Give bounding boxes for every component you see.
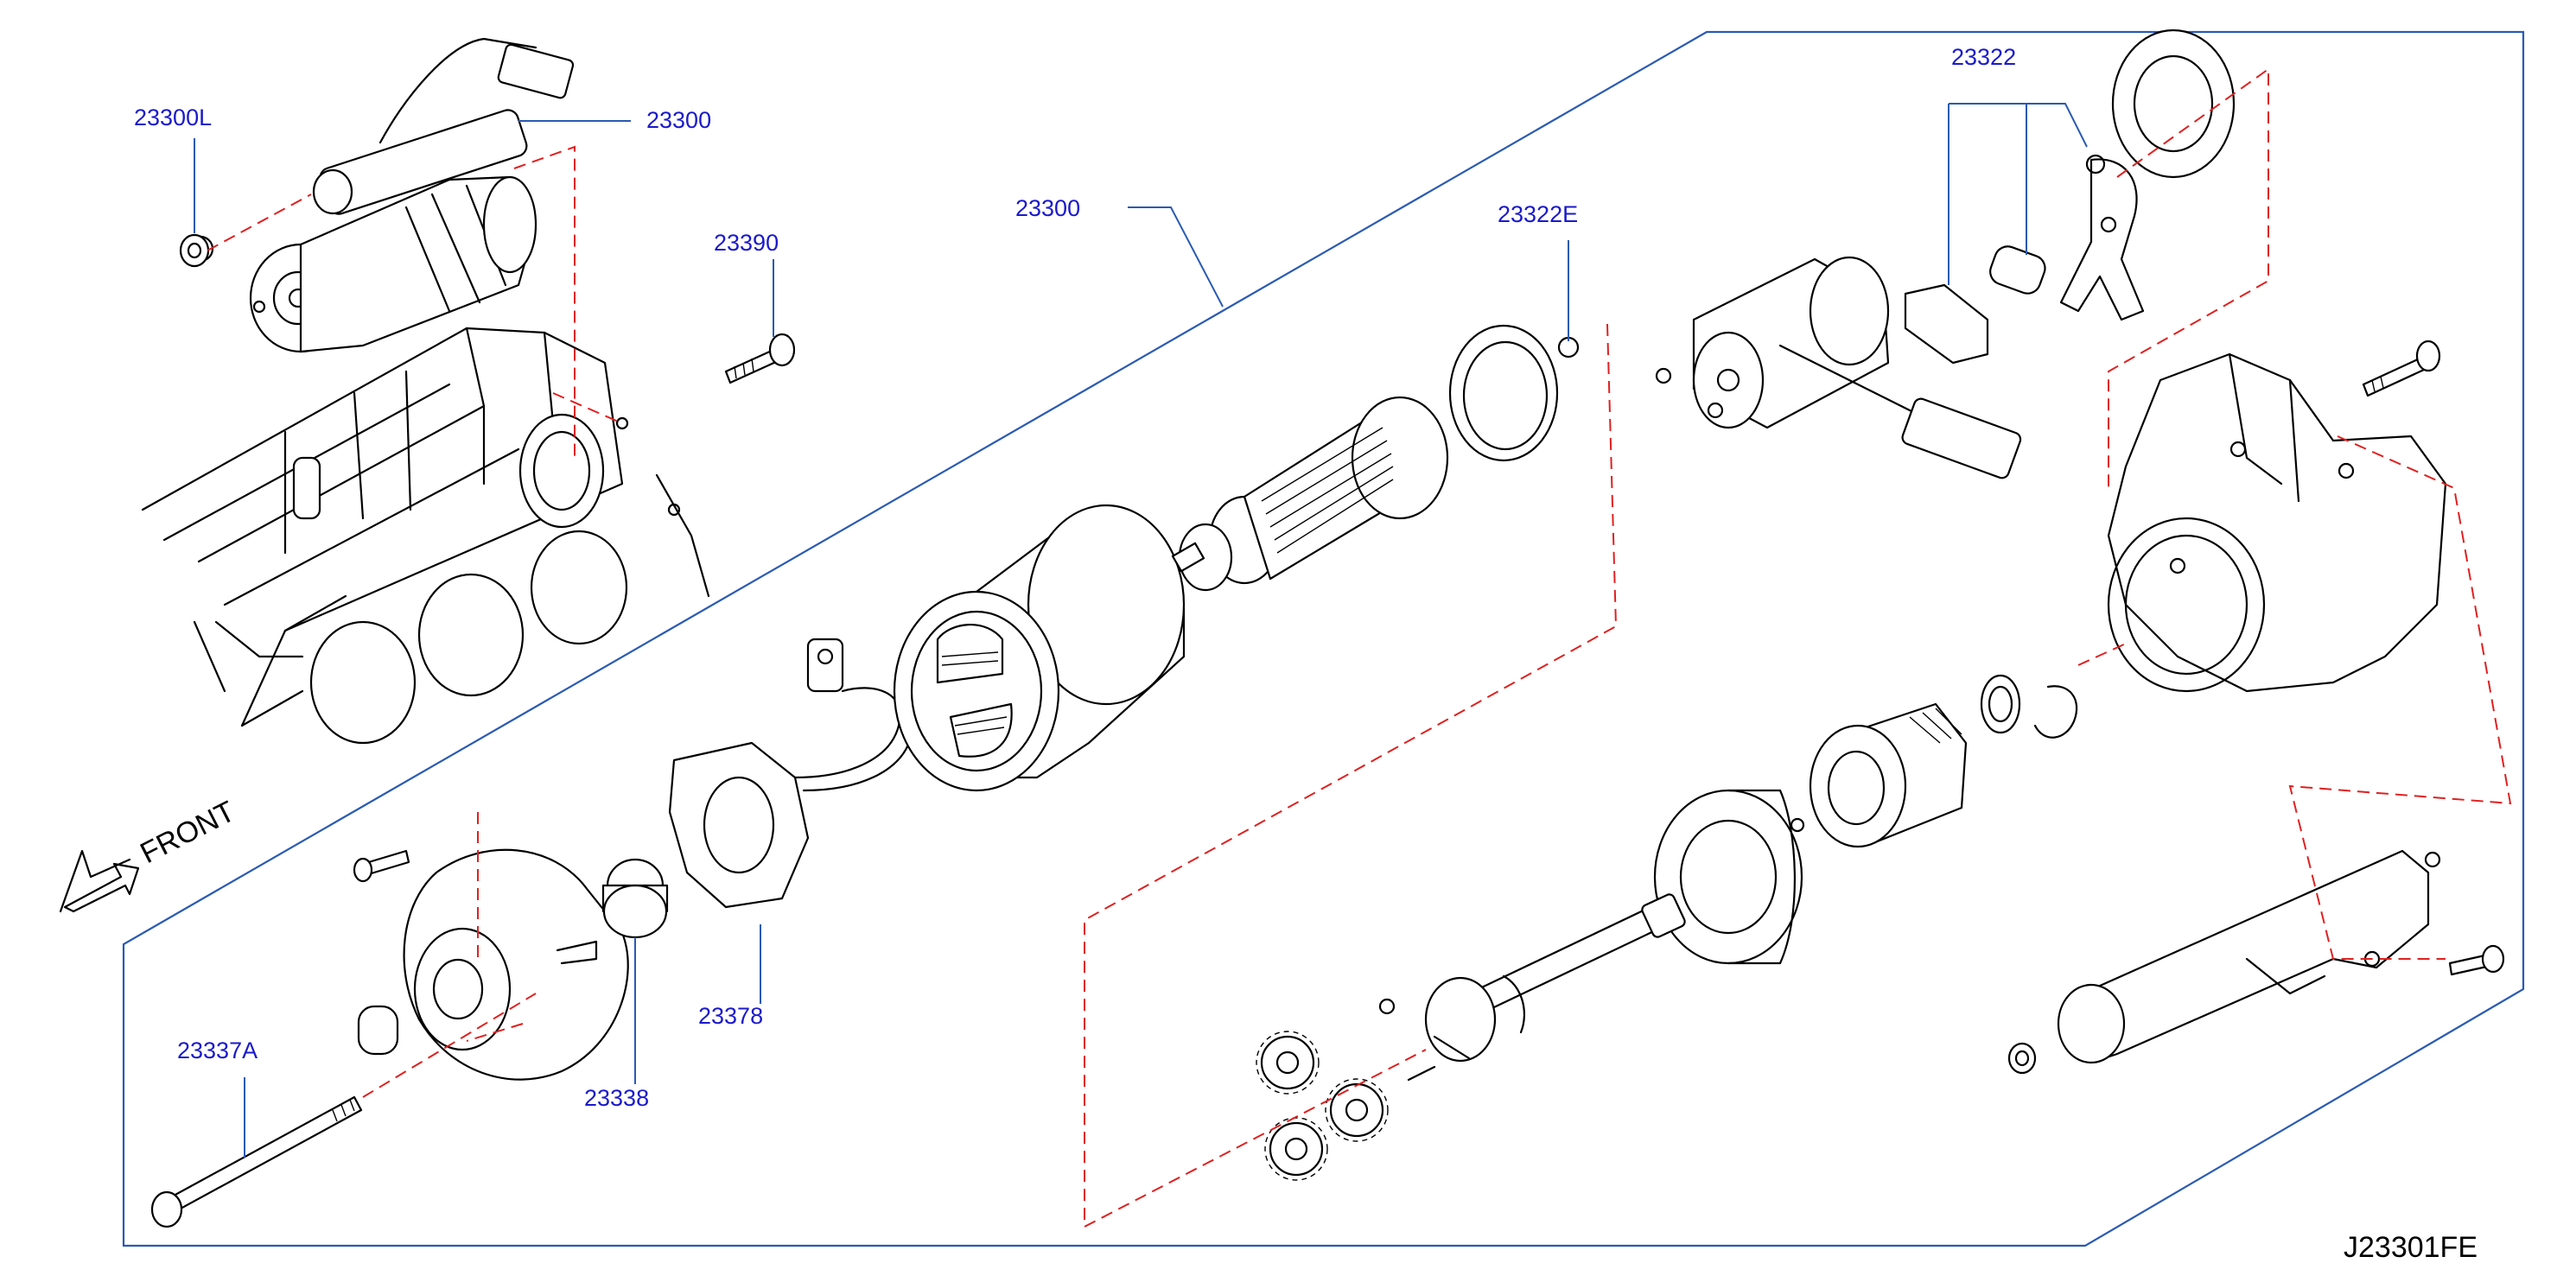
pinion-shaft bbox=[1378, 893, 1686, 1082]
shift-lever-gasket bbox=[2111, 29, 2236, 179]
snap-ring bbox=[2033, 685, 2078, 739]
callout-23300L: 23300L bbox=[134, 105, 212, 130]
front-direction-arrow: FRONT bbox=[59, 795, 240, 913]
leader-lines bbox=[194, 103, 2088, 1158]
internal-gear bbox=[1653, 789, 1805, 965]
callout-23337A: 23337A bbox=[177, 1038, 258, 1063]
callout-23322: 23322 bbox=[1951, 44, 2016, 70]
planet-gear-2 bbox=[1325, 1078, 1389, 1142]
callout-23390: 23390 bbox=[714, 230, 779, 256]
brush-plate-ring bbox=[1448, 324, 1580, 462]
cap-small bbox=[357, 1005, 399, 1056]
installed-starter-motor bbox=[187, 37, 575, 353]
stopper-ring bbox=[1980, 674, 2021, 734]
front-label: FRONT bbox=[135, 795, 240, 870]
magnetic-switch bbox=[1655, 256, 2022, 479]
yoke-field-frame bbox=[893, 504, 1186, 792]
bracket-nut bbox=[2007, 1042, 2037, 1075]
assembly-guide-lines bbox=[207, 67, 2512, 1228]
mounting-bolt-23390 bbox=[724, 333, 796, 384]
armature bbox=[1171, 396, 1449, 592]
mounting-bolt-upper-right bbox=[2362, 340, 2441, 397]
assembly-frame bbox=[122, 30, 2525, 1247]
callout-23378: 23378 bbox=[698, 1003, 763, 1029]
through-bolt-small bbox=[353, 849, 410, 883]
through-bolt-23337A bbox=[150, 1095, 363, 1228]
callout-23338: 23338 bbox=[584, 1085, 649, 1111]
engine-block bbox=[141, 327, 710, 745]
bushing-23338 bbox=[601, 858, 669, 939]
pinion-stopper-parts bbox=[1904, 154, 2145, 365]
rear-cover bbox=[403, 848, 629, 1081]
bracket-bolt bbox=[2448, 944, 2505, 976]
overrunning-clutch bbox=[1809, 702, 1968, 848]
planet-gear-3 bbox=[1264, 1117, 1328, 1181]
starter-bracket bbox=[2057, 849, 2441, 1064]
figure-code: J23301FE bbox=[2344, 1231, 2477, 1264]
callout-23322E: 23322E bbox=[1498, 201, 1578, 227]
brush-holder-23378 bbox=[668, 638, 913, 909]
callout-23300-assy: 23300 bbox=[1015, 195, 1080, 221]
gear-case bbox=[2107, 352, 2447, 693]
nut-23300L bbox=[179, 233, 210, 268]
callout-23300-top: 23300 bbox=[646, 107, 711, 133]
planet-gear-1 bbox=[1256, 1031, 1320, 1095]
